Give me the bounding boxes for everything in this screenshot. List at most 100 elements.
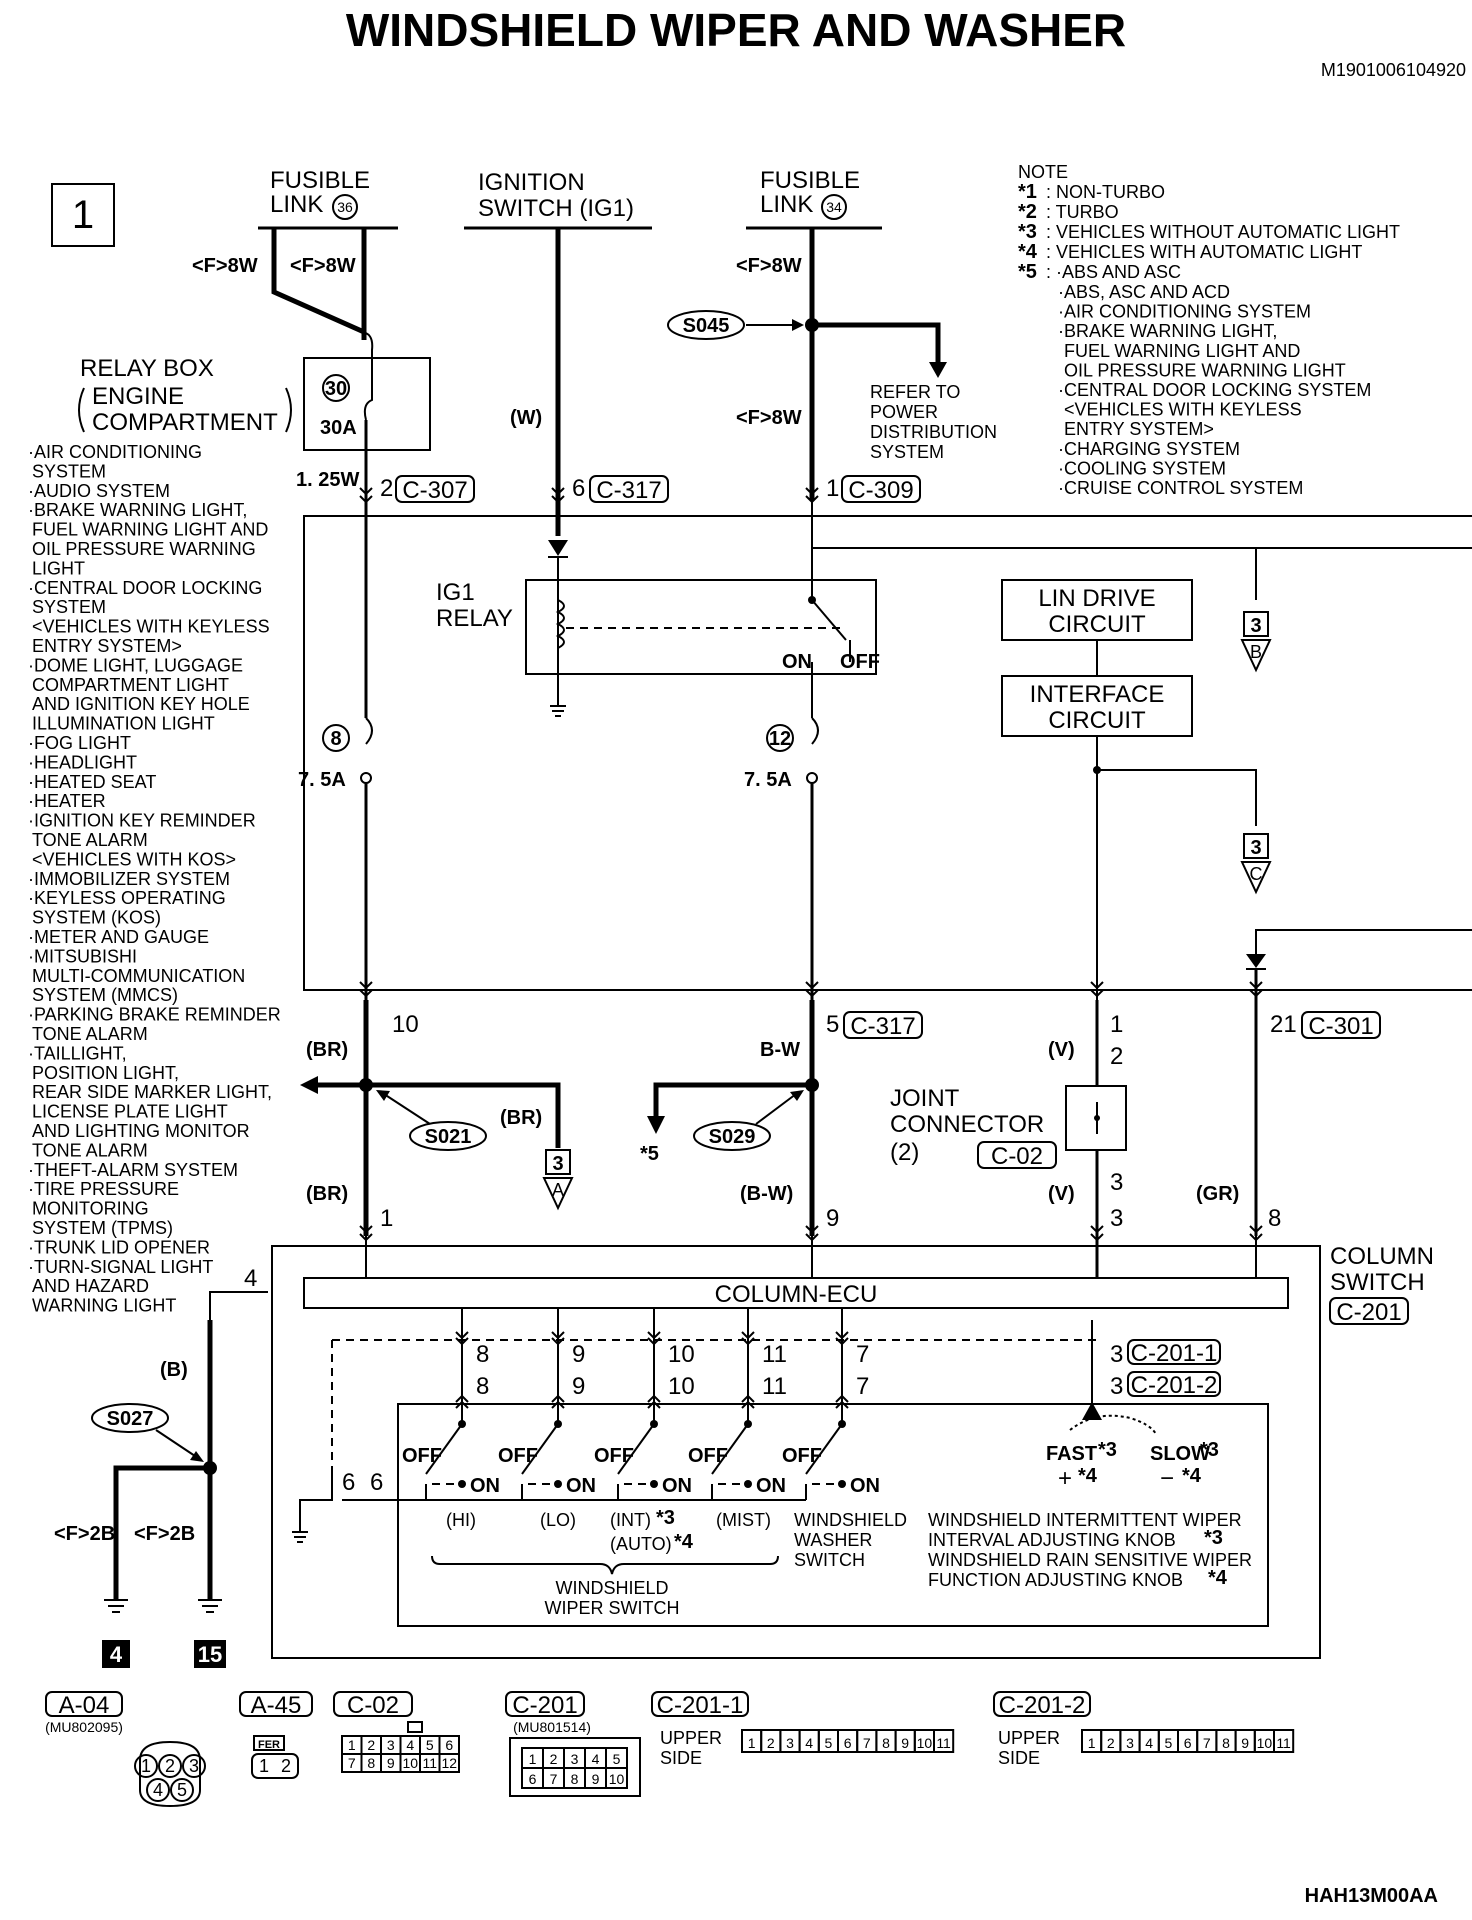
svg-text:INTERFACE: INTERFACE xyxy=(1030,681,1165,708)
svg-text:ENGINE: ENGINE xyxy=(92,383,184,410)
pin-number: 9 xyxy=(387,1755,395,1771)
svg-text:CIRCUIT: CIRCUIT xyxy=(1048,611,1146,638)
svg-text:JOINT: JOINT xyxy=(890,1085,960,1112)
svg-text:FUSIBLE: FUSIBLE xyxy=(270,167,370,194)
left-system-line: AND HAZARD xyxy=(32,1276,149,1296)
wire-circuit-w xyxy=(548,228,568,717)
svg-text:SIDE: SIDE xyxy=(998,1748,1040,1768)
svg-text:C-201-2: C-201-2 xyxy=(999,1692,1086,1719)
connector-chevron xyxy=(359,487,373,504)
fuse-12: 12 7. 5A xyxy=(744,724,794,791)
svg-text:(INT): (INT) xyxy=(610,1510,651,1530)
wire-labels: <F>8W <F>8W <F>8W <F>8W 1. 25W (W) (BR) … xyxy=(54,255,1239,1545)
svg-text:(BR): (BR) xyxy=(306,1183,348,1205)
pin-number: 6 xyxy=(844,1735,852,1751)
left-system-line: ·AIR CONDITIONING xyxy=(28,442,202,462)
svg-text:<F>8W: <F>8W xyxy=(736,407,802,429)
svg-text:*2: *2 xyxy=(1018,201,1037,223)
svg-text:*4: *4 xyxy=(674,1531,694,1553)
connector-c02: C-02 xyxy=(977,1141,1057,1170)
pin-number: 7 xyxy=(550,1771,558,1787)
svg-text:SWITCH (IG1): SWITCH (IG1) xyxy=(478,195,634,222)
svg-text:LINK: LINK xyxy=(270,191,323,218)
svg-text:A-04: A-04 xyxy=(59,1692,110,1719)
svg-text:C-201-1: C-201-1 xyxy=(657,1692,744,1719)
svg-text:1: 1 xyxy=(380,1205,393,1232)
svg-text:2: 2 xyxy=(165,1756,175,1776)
left-system-line: SYSTEM (MMCS) xyxy=(32,985,178,1005)
svg-text:C-317: C-317 xyxy=(596,477,661,504)
pin-number: 10 xyxy=(609,1771,625,1787)
svg-text:S021: S021 xyxy=(425,1126,472,1148)
pin-number: 3 xyxy=(387,1737,395,1753)
svg-text:4: 4 xyxy=(244,1265,257,1292)
svg-text:: ·ABS AND ASC: : ·ABS AND ASC xyxy=(1046,262,1181,282)
svg-text:: VEHICLES WITH AUTOMATIC LIGH: : VEHICLES WITH AUTOMATIC LIGHT xyxy=(1046,242,1362,262)
pin-number: 1 xyxy=(348,1737,356,1753)
svg-text:S027: S027 xyxy=(107,1408,154,1430)
svg-text:LINK: LINK xyxy=(760,191,813,218)
pin-number: 1 xyxy=(1088,1735,1096,1751)
left-system-line: MONITORING xyxy=(32,1199,149,1219)
svg-text:<F>8W: <F>8W xyxy=(736,255,802,277)
star5-systems-list: ·ABS, ASC AND ACD·AIR CONDITIONING SYSTE… xyxy=(1058,282,1371,498)
left-system-line: TONE ALARM xyxy=(32,1024,148,1044)
page-ref-3c: 3 C xyxy=(1240,833,1272,895)
left-system-line: <VEHICLES WITH KOS> xyxy=(32,849,236,869)
left-system-line: ·IMMOBILIZER SYSTEM xyxy=(28,869,230,889)
column-ecu-label: COLUMN-ECU xyxy=(715,1281,878,1308)
svg-text:WINDSHIELD: WINDSHIELD xyxy=(794,1510,907,1530)
svg-text:C-201: C-201 xyxy=(512,1692,577,1719)
pin-number: 5 xyxy=(825,1735,833,1751)
svg-text:(V): (V) xyxy=(1048,1183,1075,1205)
wire-circuit-gr xyxy=(1246,929,1472,1278)
pin-number: 9 xyxy=(1241,1735,1249,1751)
svg-text:DISTRIBUTION: DISTRIBUTION xyxy=(870,422,997,442)
switch-labels: (HI) (LO) (INT) *3 (AUTO) *4 (MIST) WIND… xyxy=(431,1320,1252,1618)
svg-text:8: 8 xyxy=(1268,1205,1281,1232)
connector-c309: C-309 xyxy=(841,475,921,504)
pin-number: 8 xyxy=(571,1771,579,1787)
svg-text:6: 6 xyxy=(370,1469,383,1496)
star5-system-line: ENTRY SYSTEM> xyxy=(1064,419,1214,439)
svg-text:3: 3 xyxy=(1250,615,1261,637)
ground-point-15: 15 xyxy=(198,1642,222,1667)
svg-text:<F>8W: <F>8W xyxy=(192,255,258,277)
left-system-line: ·TURN-SIGNAL LIGHT xyxy=(28,1257,213,1277)
left-system-line: ·AUDIO SYSTEM xyxy=(28,481,170,501)
svg-text:C-201: C-201 xyxy=(1336,1299,1401,1326)
fusible-link-36: FUSIBLE LINK 36 xyxy=(258,167,398,230)
ig1-relay: IG1 RELAY ON OFF xyxy=(436,579,880,675)
pin-number: 7 xyxy=(863,1735,871,1751)
pin-number: 10 xyxy=(1257,1735,1273,1751)
left-system-line: OIL PRESSURE WARNING xyxy=(32,539,256,559)
svg-text:*3: *3 xyxy=(1200,1439,1219,1461)
svg-text:COLUMN: COLUMN xyxy=(1330,1243,1434,1270)
svg-text:COMPARTMENT: COMPARTMENT xyxy=(92,409,278,436)
svg-text:C: C xyxy=(1250,864,1263,884)
page-number: 1 xyxy=(72,193,94,237)
pin-number: 5 xyxy=(426,1737,434,1753)
switch-pin-top: 8 xyxy=(476,1341,489,1368)
svg-text:7. 5A: 7. 5A xyxy=(298,769,346,791)
svg-text:(HI): (HI) xyxy=(446,1510,476,1530)
connector-chevron xyxy=(1090,1225,1104,1242)
left-system-line: ·HEATER xyxy=(28,791,106,811)
svg-text:ON: ON xyxy=(782,651,812,673)
switch-pin-bottom: 11 xyxy=(762,1373,787,1400)
left-system-line: ·HEATED SEAT xyxy=(28,772,156,792)
connector-chevron xyxy=(1249,1225,1263,1242)
connector-chevron xyxy=(805,1225,819,1242)
pin-number: 11 xyxy=(422,1755,437,1771)
svg-text:5: 5 xyxy=(177,1780,187,1800)
svg-text:<F>8W: <F>8W xyxy=(290,255,356,277)
left-system-line: LICENSE PLATE LIGHT xyxy=(32,1102,228,1122)
svg-text:30A: 30A xyxy=(320,417,357,439)
column-switch: COLUMN SWITCH C-201 COLUMN-ECU 6 6 C-201… xyxy=(292,1243,1434,1627)
fusible-link-34: FUSIBLE LINK 34 xyxy=(746,167,882,230)
left-system-line: ENTRY SYSTEM> xyxy=(32,636,182,656)
svg-text:(MIST): (MIST) xyxy=(716,1510,771,1530)
left-system-line: TONE ALARM xyxy=(32,830,148,850)
svg-text:12: 12 xyxy=(769,728,791,750)
